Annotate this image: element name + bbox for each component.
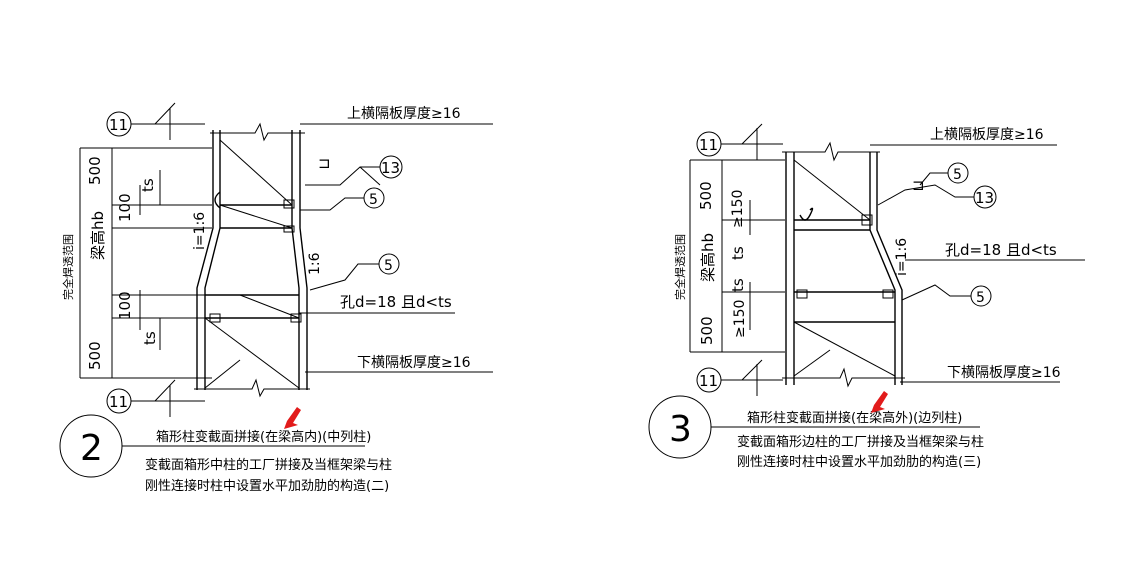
left-slope: 1:6 (307, 252, 323, 275)
left-weld-symbol: ⊐ (318, 154, 331, 172)
left-callouts: 11 11 上横隔板厚度≥16 下横隔板厚度≥16 孔d=18 且d<ts 13… (106, 102, 493, 417)
detail-left: 500 100 ts 梁高hb 100 ts 500 完全焊透范围 i=1:6 … (59, 102, 493, 494)
left-desc2: 刚性连接时柱中设置水平加劲肋的构造(二) (145, 478, 389, 494)
left-ts-top: ts (139, 178, 157, 192)
left-dim-100-top: 100 (116, 193, 134, 222)
right-weld11-bottom: 11 (699, 372, 718, 390)
left-weld11-top: 11 (109, 116, 128, 134)
left-red-arrow (284, 407, 301, 429)
right-weld-symbol: ⊐ (912, 176, 925, 194)
right-slope: i=1:6 (894, 238, 910, 276)
left-hole: 孔d=18 且d<ts (340, 293, 452, 311)
right-column-body (782, 141, 905, 388)
right-callouts: 11 11 上横隔板厚度≥16 下横隔板厚度≥16 孔d=18 且d<ts 5 … (696, 123, 1085, 396)
left-weld-zone: 完全焊透范围 (61, 234, 75, 300)
right-beam-height: 梁高hb (699, 233, 717, 282)
left-dim-500-bottom: 500 (86, 341, 104, 370)
right-weld5-top: 5 (953, 167, 962, 183)
left-title: 箱形柱变截面拼接(在梁高内)(中列柱) (156, 429, 371, 445)
right-ts-top: ts (729, 246, 747, 260)
left-dimensions: 500 100 ts 梁高hb 100 ts 500 完全焊透范围 i=1:6 … (61, 147, 323, 379)
right-lower-plate: 下横隔板厚度≥16 (947, 365, 1061, 381)
right-upper-plate: 上横隔板厚度≥16 (930, 127, 1044, 143)
left-weld5-top: 5 (369, 192, 378, 208)
right-dimensions: 500 ≥150 梁高hb ts ts ≥150 500 完全焊透范围 i=1:… (673, 159, 910, 353)
left-lower-plate: 下横隔板厚度≥16 (357, 355, 471, 371)
right-desc1: 变截面箱形边柱的工厂拼接及当框架梁与柱 (737, 434, 984, 450)
right-weld11-top: 11 (699, 136, 718, 154)
right-red-arrow (871, 391, 888, 413)
left-ts-bottom: ts (141, 331, 159, 345)
left-dim-100-bottom: 100 (116, 291, 134, 320)
right-dim-500-top: 500 (697, 181, 715, 210)
left-column-body (194, 122, 310, 398)
left-title-block: 2 箱形柱变截面拼接(在梁高内)(中列柱) 变截面箱形中柱的工厂拼接及当框架梁与… (59, 407, 392, 494)
left-upper-plate: 上横隔板厚度≥16 (347, 106, 461, 122)
left-slope-i: i=1:6 (192, 212, 208, 250)
right-weld5-mid: 5 (976, 290, 985, 306)
right-ts-bottom: ts (729, 278, 747, 292)
left-desc1: 变截面箱形中柱的工厂拼接及当框架梁与柱 (145, 457, 392, 473)
left-beam-height: 梁高hb (89, 211, 107, 260)
left-weld11-bottom: 11 (109, 393, 128, 411)
right-dim-150-top: ≥150 (730, 190, 746, 228)
left-weld5-mid: 5 (384, 258, 393, 274)
right-desc2: 刚性连接时柱中设置水平加劲肋的构造(三) (737, 454, 981, 470)
left-weld13: 13 (381, 159, 400, 177)
right-title: 箱形柱变截面拼接(在梁高外)(边列柱) (747, 410, 962, 426)
right-detail-number: 3 (669, 409, 692, 450)
detail-right: 500 ≥150 梁高hb ts ts ≥150 500 完全焊透范围 i=1:… (648, 123, 1085, 470)
right-hole: 孔d=18 且d<ts (945, 241, 1057, 259)
right-weld13: 13 (975, 189, 994, 207)
right-title-block: 3 箱形柱变截面拼接(在梁高外)(边列柱) 变截面箱形边柱的工厂拼接及当框架梁与… (648, 391, 984, 470)
right-dim-500-bottom: 500 (698, 316, 716, 345)
left-dim-500-top: 500 (86, 156, 104, 185)
right-dim-150-bottom: ≥150 (732, 300, 748, 338)
right-weld-zone: 完全焊透范围 (673, 234, 687, 300)
left-detail-number: 2 (80, 428, 103, 469)
